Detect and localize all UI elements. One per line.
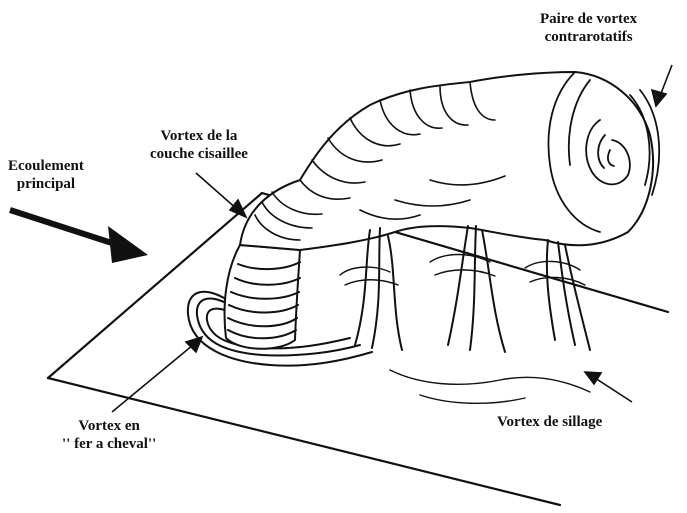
label-main-flow-line1: Ecoulement <box>8 157 84 175</box>
label-counter-rotating-pair-line1: Paire de vortex <box>540 10 637 28</box>
wake-leader-arrow <box>595 378 632 402</box>
label-horseshoe-vortex-line1: Vortex en <box>62 417 156 435</box>
jet-column <box>225 245 300 349</box>
main-flow-arrow <box>10 210 148 263</box>
label-shear-layer-vortex-line1: Vortex de la <box>150 127 248 145</box>
label-counter-rotating-pair-line2: contrarotatifs <box>540 28 637 46</box>
label-main-flow: Ecoulement principal <box>8 157 84 193</box>
label-main-flow-line2: principal <box>8 175 84 193</box>
label-horseshoe-vortex: Vortex en '' fer a cheval'' <box>62 417 156 453</box>
shear-layer-leader-arrow <box>196 173 238 210</box>
horseshoe-leader-arrow <box>112 345 193 412</box>
label-wake-vortex-line1: Vortex de sillage <box>497 413 602 431</box>
label-horseshoe-vortex-line2: '' fer a cheval'' <box>62 435 156 453</box>
label-shear-layer-vortex: Vortex de la couche cisaillee <box>150 127 248 163</box>
label-counter-rotating-pair: Paire de vortex contrarotatifs <box>540 10 637 46</box>
counter-rotating-leader-arrow <box>660 65 672 96</box>
shear-layer-vortex-body <box>240 72 653 250</box>
label-wake-vortex: Vortex de sillage <box>497 413 602 431</box>
wake-vortex-tendrils <box>355 226 590 352</box>
label-shear-layer-vortex-line2: couche cisaillee <box>150 145 248 163</box>
